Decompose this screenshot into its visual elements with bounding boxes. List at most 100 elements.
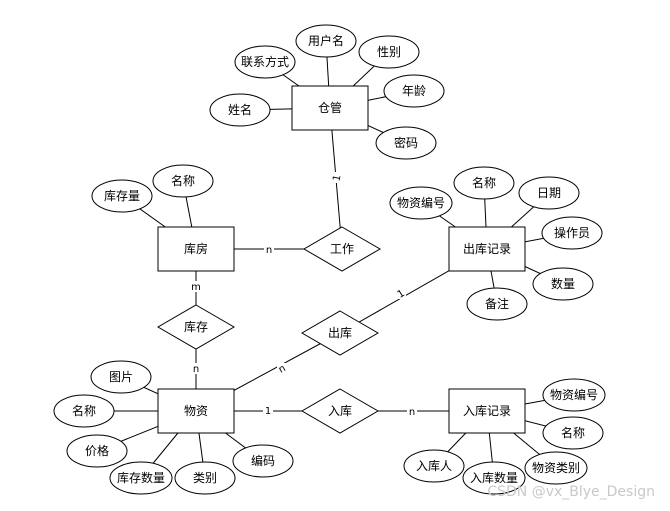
- attr-wuzi-mingcheng: 名称: [53, 394, 115, 428]
- attr-ruku-wuzileibie-label: 物资类别: [532, 461, 580, 475]
- attr-wuzi-tupian: 图片: [90, 360, 152, 394]
- entity-chuku-jilu: 出库记录: [448, 226, 526, 272]
- relationship-kucun-diamond: [157, 304, 235, 350]
- attr-chuku-mingcheng-label: 名称: [472, 175, 496, 190]
- attr-ruku-rukuren: 入库人: [403, 449, 465, 483]
- attr-chuku-mingcheng: 名称: [453, 166, 515, 200]
- attr-cangguan-xingming-label: 姓名: [228, 102, 252, 117]
- attr-chuku-caozuoyuan: 操作员: [541, 216, 603, 250]
- relationship-gongzuo: 工作: [303, 226, 381, 272]
- attr-cangguan-nianling: 年龄: [383, 74, 445, 108]
- attr-wuzi-bianma-label: 编码: [251, 453, 275, 468]
- attr-ruku-wuzileibie-ellipse: [524, 451, 588, 485]
- entity-chuku-jilu-box: [448, 226, 526, 272]
- attr-ruku-rukushuliang-label: 入库数量: [470, 470, 518, 485]
- entity-ruku-jilu-box: [448, 388, 526, 434]
- attr-wuzi-jiage-label: 价格: [85, 443, 109, 458]
- attr-chuku-wuzibianhao-ellipse: [389, 186, 453, 220]
- card-wuzi-chuku-bg: [277, 363, 287, 374]
- entity-wuzi-label: 物资: [184, 404, 208, 418]
- attr-ruku-wuzileibie: 物资类别: [524, 451, 588, 485]
- relationship-ruku: 入库: [301, 388, 379, 434]
- attr-kufang-mingcheng-ellipse: [152, 164, 214, 198]
- attr-ruku-rukuren-label: 入库人: [416, 458, 452, 473]
- card-cangguan-gongzuo-bg: [332, 172, 342, 183]
- attr-cangguan-yonghuming: 用户名: [295, 24, 357, 58]
- card-kufang-kucun: m: [191, 282, 201, 293]
- attr-cangguan-nianling-ellipse: [383, 74, 445, 108]
- attr-kufang-mingcheng: 名称: [152, 164, 214, 198]
- attr-ruku-mingcheng: 名称: [542, 416, 604, 450]
- card-ruku-rukujilu-bg: [407, 406, 417, 417]
- attr-chuku-riqi-ellipse: [518, 176, 580, 210]
- attr-kufang-kucunliang: 库存量: [91, 179, 153, 213]
- attr-cangguan-xingming-ellipse: [209, 93, 271, 127]
- attr-wuzi-mingcheng-ellipse: [53, 394, 115, 428]
- entity-chuku-jilu-label: 出库记录: [463, 241, 511, 256]
- entity-cangguan-label: 仓管: [318, 100, 342, 115]
- relationship-chuku: 出库: [301, 310, 379, 356]
- attr-cangguan-yonghuming-ellipse: [295, 24, 357, 58]
- card-wuzi-kucun-bg: [191, 363, 201, 374]
- entity-kufang-box: [157, 226, 235, 272]
- entity-cangguan: 仓管: [291, 85, 369, 131]
- attr-wuzi-leibie-label: 类别: [193, 471, 217, 485]
- card-wuzi-ruku-bg: [263, 405, 273, 416]
- attr-cangguan-mima-label: 密码: [394, 135, 418, 150]
- attr-ruku-wuzibianhao-label: 物资编号: [550, 387, 598, 402]
- relationship-ruku-diamond: [301, 388, 379, 434]
- attr-wuzi-leibie: 类别: [174, 461, 236, 495]
- attr-kufang-kucunliang-ellipse: [91, 179, 153, 213]
- attr-wuzi-jiage: 价格: [66, 434, 128, 468]
- relationship-chuku-diamond: [301, 310, 379, 356]
- attr-chuku-shuliang-label: 数量: [551, 276, 575, 291]
- attr-wuzi-kucunshuliang: 库存数量: [109, 461, 173, 495]
- attr-kufang-kucunliang-label: 库存量: [104, 188, 140, 203]
- attr-cangguan-mima: 密码: [375, 126, 437, 160]
- attr-ruku-mingcheng-ellipse: [542, 416, 604, 450]
- attr-chuku-shuliang-ellipse: [532, 267, 594, 301]
- entity-wuzi-box: [157, 388, 235, 434]
- entity-ruku-jilu: 入库记录: [448, 388, 526, 434]
- card-wuzi-kucun: n: [193, 364, 199, 375]
- attr-chuku-beizhu-ellipse: [466, 287, 528, 321]
- attr-cangguan-xingbie: 性别: [358, 35, 420, 69]
- attr-cangguan-nianling-label: 年龄: [402, 84, 426, 98]
- relationship-kucun: 库存: [157, 304, 235, 350]
- card-ruku-rukujilu: n: [409, 407, 415, 418]
- attr-wuzi-jiage-ellipse: [66, 434, 128, 468]
- attr-kufang-mingcheng-label: 名称: [171, 173, 195, 188]
- relationship-kucun-label: 库存: [184, 319, 208, 334]
- attr-chuku-beizhu: 备注: [466, 287, 528, 321]
- card-kufang-kucun-bg: [191, 281, 201, 292]
- attr-cangguan-yonghuming-label: 用户名: [308, 33, 344, 48]
- attr-wuzi-tupian-label: 图片: [109, 370, 133, 384]
- relationship-gongzuo-diamond: [303, 226, 381, 272]
- card-kufang-gongzuo-bg: [264, 244, 274, 255]
- attr-chuku-wuzibianhao: 物资编号: [389, 186, 453, 220]
- attr-cangguan-mima-ellipse: [375, 126, 437, 160]
- entity-kufang-label: 库房: [184, 241, 208, 256]
- attr-ruku-rukushuliang-ellipse: [462, 461, 526, 495]
- attr-ruku-wuzibianhao-ellipse: [542, 378, 606, 412]
- attr-chuku-caozuoyuan-ellipse: [541, 216, 603, 250]
- card-cangguan-gongzuo: 1: [331, 174, 343, 183]
- attr-wuzi-bianma: 编码: [232, 444, 294, 478]
- attr-chuku-wuzibianhao-label: 物资编号: [397, 195, 445, 210]
- attr-ruku-rukuren-ellipse: [403, 449, 465, 483]
- attr-wuzi-kucunshuliang-label: 库存数量: [117, 470, 165, 485]
- relationship-ruku-label: 入库: [328, 403, 352, 418]
- attr-cangguan-xingbie-label: 性别: [377, 45, 401, 59]
- attr-chuku-mingcheng-ellipse: [453, 166, 515, 200]
- card-kufang-gongzuo: n: [266, 245, 272, 256]
- attr-wuzi-tupian-ellipse: [90, 360, 152, 394]
- entity-ruku-jilu-label: 入库记录: [463, 403, 511, 418]
- attr-chuku-riqi-label: 日期: [537, 186, 561, 200]
- attr-cangguan-lianxi: 联系方式: [234, 45, 296, 79]
- attr-ruku-wuzibianhao: 物资编号: [542, 378, 606, 412]
- attr-cangguan-lianxi-label: 联系方式: [241, 54, 289, 69]
- attr-wuzi-kucunshuliang-ellipse: [109, 461, 173, 495]
